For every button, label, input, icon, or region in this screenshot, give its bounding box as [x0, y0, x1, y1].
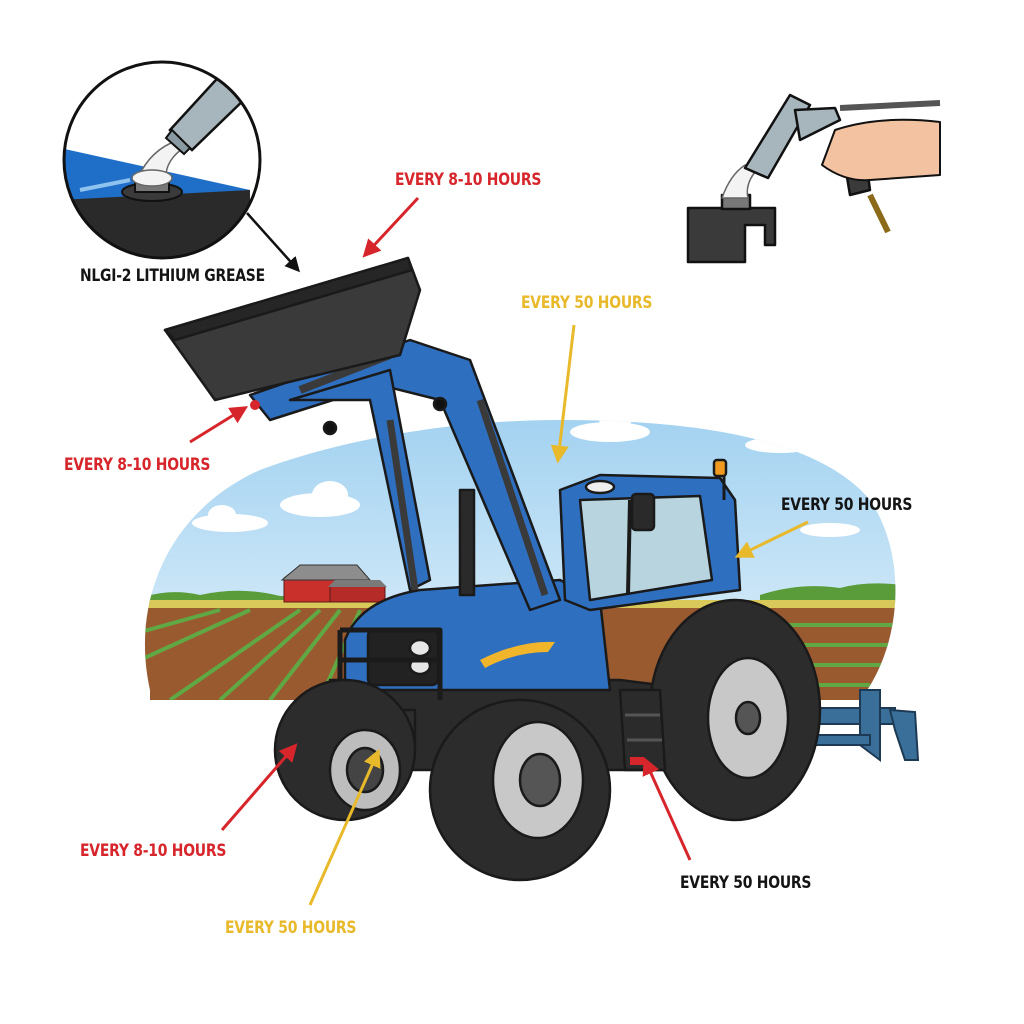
callout-front-wheel-pivot: EVERY 8-10 HOURS — [80, 841, 227, 861]
arrow-bucket-top — [362, 196, 420, 258]
callout-arrows — [189, 196, 809, 906]
grease-gun-illustration — [686, 93, 941, 264]
rear-wheel — [648, 598, 822, 822]
callout-bucket-pivot-left: EVERY 8-10 HOURS — [64, 455, 211, 475]
grease-type-label: NLGI-2 LITHIUM GREASE — [80, 266, 265, 286]
callout-loader-arm-mast: EVERY 50 HOURS — [521, 293, 653, 313]
callout-cab-rear: EVERY 50 HOURS — [781, 495, 913, 515]
barn-icon — [280, 564, 387, 603]
arrow-loader-mast — [550, 324, 576, 464]
arrow-step-linkage — [642, 756, 692, 861]
front-right-wheel — [428, 698, 612, 882]
callout-front-axle-center: EVERY 50 HOURS — [225, 918, 357, 938]
grease-fitting-inset — [62, 60, 301, 273]
arrow-bucket-left — [189, 406, 249, 444]
callout-step-linkage: EVERY 50 HOURS — [680, 873, 812, 893]
front-left-wheel — [273, 678, 417, 822]
arrow-front-wheel — [220, 743, 298, 831]
callout-bucket-pivot-top: EVERY 8-10 HOURS — [395, 170, 542, 190]
tractor — [163, 256, 822, 882]
arrow-cab-rear — [734, 520, 809, 558]
arrow-front-axle — [308, 748, 381, 906]
